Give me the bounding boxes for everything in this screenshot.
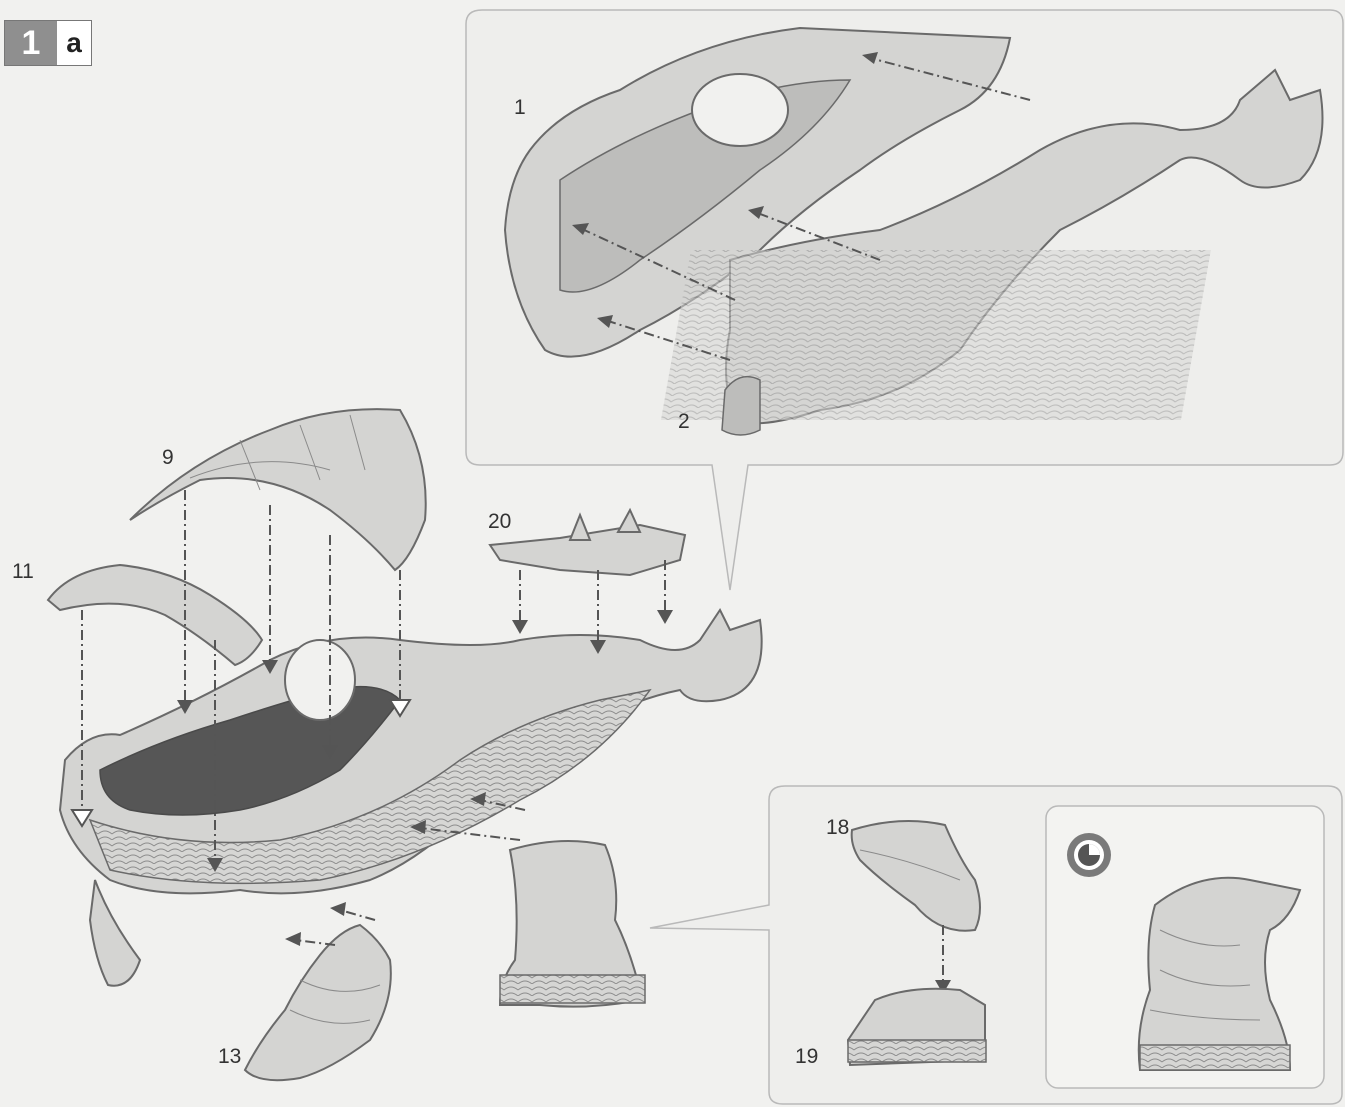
label-part-13: 13	[218, 1045, 241, 1068]
part-13-front-leg	[245, 925, 391, 1080]
label-part-9: 9	[162, 446, 174, 469]
detail-panel-leg: 18 19	[650, 786, 1342, 1104]
main-body-assembly: 9 11 20 13	[12, 409, 762, 1080]
label-part-1: 1	[514, 96, 526, 119]
part-11-collar	[48, 565, 262, 665]
label-part-18: 18	[826, 816, 849, 839]
part-9-back-plate	[130, 409, 426, 570]
detail-panel-top: 1 2	[466, 10, 1343, 590]
label-part-19: 19	[795, 1045, 818, 1068]
label-part-2: 2	[678, 410, 690, 433]
label-part-20: 20	[488, 510, 511, 533]
label-part-11: 11	[12, 560, 34, 583]
glue-point-icon	[1067, 833, 1111, 877]
